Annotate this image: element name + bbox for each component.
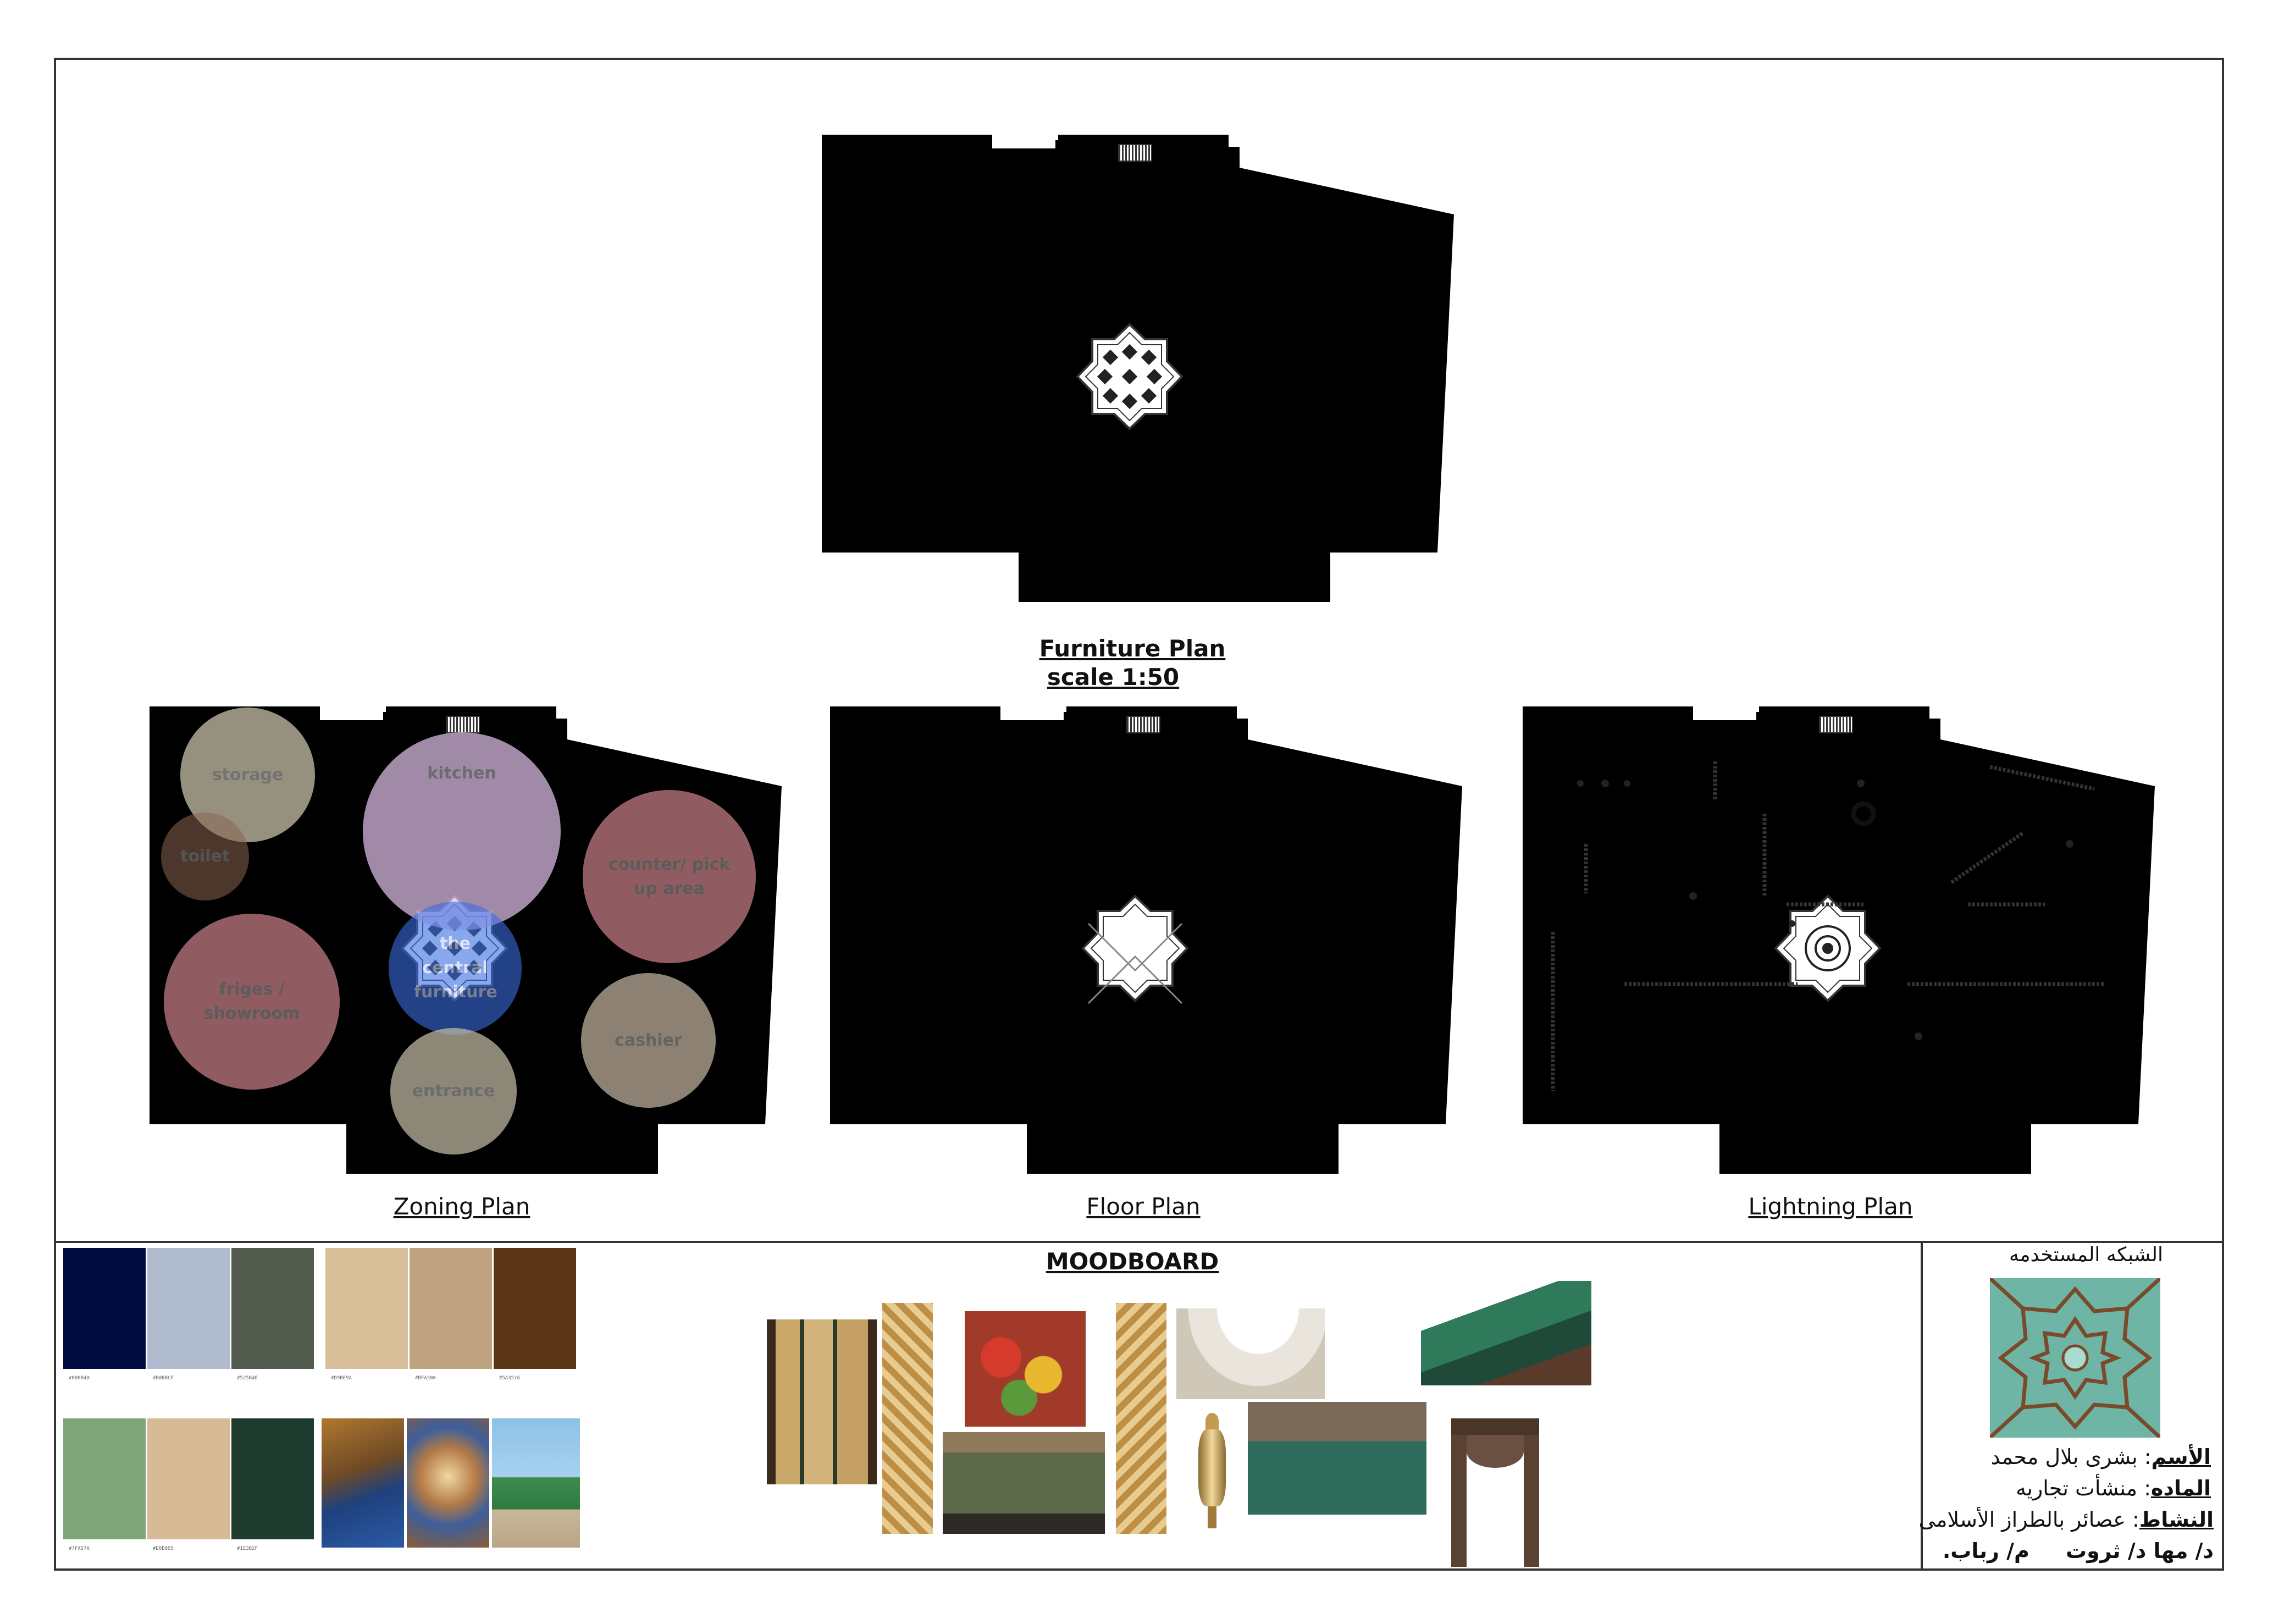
moodboard-tiled-counter	[1248, 1402, 1426, 1515]
palette-swatch-code: #B0BBCF	[153, 1376, 174, 1381]
moodboard-fruit-display	[965, 1311, 1086, 1427]
bottom-band-divider	[54, 1241, 2224, 1243]
palette-swatch-code: #BFA380	[415, 1376, 436, 1381]
zone-kitchen: kitchen	[363, 732, 561, 930]
islamic-pattern-tile	[1990, 1278, 2160, 1438]
furniture-plan-title: Furniture Plan	[1039, 635, 1226, 662]
palette-swatch-code: #525B4E	[237, 1376, 258, 1381]
palette-swatch	[63, 1418, 146, 1539]
moodboard-malachite-counter	[1421, 1281, 1591, 1385]
floor-plan-title: Floor Plan	[1086, 1193, 1201, 1220]
moodboard-wooden-arch	[1451, 1418, 1539, 1567]
moodboard-arched-shop	[1176, 1308, 1325, 1399]
supervisors: د/ مها د/ ثروت م/ رباب.	[1942, 1539, 2214, 1563]
palette-swatch-code: #5A3516	[499, 1376, 520, 1381]
name-label: الأسم	[2151, 1445, 2211, 1469]
zone-cashier: cashier	[581, 973, 716, 1108]
moodboard-fridge-showroom	[767, 1319, 877, 1484]
sidebar-divider	[1921, 1241, 1923, 1571]
moodboard-green-counter	[943, 1432, 1105, 1534]
palette-swatch	[147, 1418, 230, 1539]
zone-friges-label: friges / showroom	[203, 980, 300, 1023]
palette-swatch-code: #000B40	[69, 1376, 90, 1381]
student-name: الأسم: بشرى بلال محمد	[1991, 1445, 2211, 1469]
furniture-plan-drawing	[821, 134, 1455, 603]
name-value: : بشرى بلال محمد	[1990, 1445, 2152, 1469]
zone-central-label: the central furniture	[414, 934, 497, 1002]
palette-swatch	[231, 1248, 314, 1369]
subject: الماده: منشأت تجاريه	[2016, 1476, 2211, 1500]
palette-swatch	[231, 1418, 314, 1539]
zone-storage-label: storage	[212, 765, 284, 785]
palette-swatch	[325, 1248, 408, 1369]
zone-counter-label: counter/ pick up area	[608, 854, 731, 898]
zone-entrance: entrance	[390, 1028, 517, 1155]
palette-swatch	[494, 1248, 576, 1369]
zone-cashier-label: cashier	[615, 1030, 682, 1050]
furniture-plan-scale: scale 1:50	[1047, 664, 1180, 691]
subject-label: الماده	[2151, 1476, 2211, 1500]
zone-kitchen-label: kitchen	[427, 764, 496, 783]
palette-swatch	[410, 1248, 492, 1369]
activity-value: : عصائر بالطراز الأسلامى	[1918, 1507, 2139, 1532]
moodboard-title: MOODBOARD	[1046, 1248, 1219, 1275]
moodboard-gold-column-1	[882, 1303, 933, 1534]
pattern-title: الشبكه المستخدمه	[2009, 1244, 2163, 1266]
moodboard-gold-column-2	[1116, 1303, 1166, 1534]
palette-swatch	[63, 1248, 146, 1369]
sheet-frame	[54, 58, 2224, 1571]
palette-swatch	[147, 1248, 230, 1369]
floor-plan-drawing	[829, 706, 1463, 1174]
palette-swatch-code: #D8B995	[153, 1546, 174, 1551]
zone-counter: counter/ pick up area	[583, 790, 756, 963]
lighting-plan-title: Lightning Plan	[1748, 1193, 1913, 1220]
zone-toilet: toilet	[161, 813, 249, 901]
palette-swatch-code: #D9BE9A	[331, 1376, 352, 1381]
moodboard-lamp	[1196, 1413, 1229, 1534]
palette-image-domes	[322, 1418, 580, 1548]
zone-central-furniture: the central furniture	[389, 902, 522, 1035]
palette-swatch-code: #1E3B2F	[237, 1546, 258, 1551]
zone-friges: friges / showroom	[164, 914, 340, 1090]
zoning-plan-title: Zoning Plan	[393, 1193, 530, 1220]
subject-value: : منشأت تجاريه	[2015, 1476, 2152, 1500]
zone-entrance-label: entrance	[412, 1081, 495, 1101]
activity-label: النشاط	[2139, 1507, 2214, 1532]
activity: النشاط: عصائر بالطراز الأسلامى	[1918, 1507, 2214, 1532]
zone-toilet-label: toilet	[180, 847, 230, 866]
palette-swatch-code: #7FA57A	[69, 1546, 90, 1551]
lighting-plan-drawing	[1522, 706, 2155, 1174]
